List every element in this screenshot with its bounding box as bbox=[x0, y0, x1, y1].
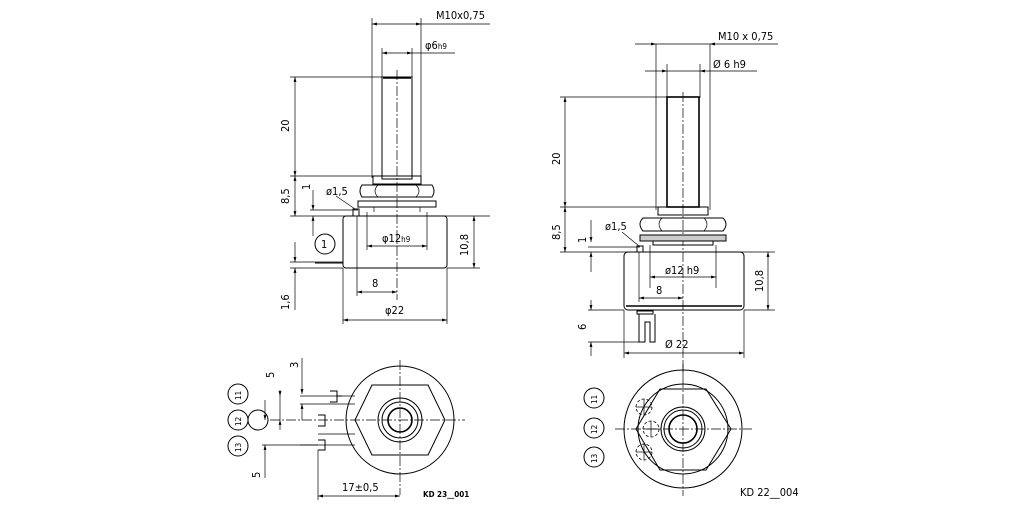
drawing-id-left: KD 23__001 bbox=[423, 490, 469, 499]
svg-text:11: 11 bbox=[234, 391, 243, 400]
svg-text:8: 8 bbox=[372, 277, 378, 290]
svg-text:10,8: 10,8 bbox=[458, 234, 471, 256]
svg-text:5: 5 bbox=[250, 472, 263, 478]
svg-text:12: 12 bbox=[234, 417, 243, 426]
svg-text:1: 1 bbox=[576, 237, 589, 243]
washer bbox=[357, 200, 437, 208]
svg-text:5: 5 bbox=[264, 372, 277, 378]
svg-text:3: 3 bbox=[288, 362, 301, 368]
svg-text:12: 12 bbox=[590, 425, 599, 434]
left-side-view: M10x0,75 φ6h9 20 8,5 1 ø1,5 bbox=[279, 9, 490, 324]
thread-label-right: M10 x 0,75 bbox=[718, 30, 773, 43]
svg-text:8,5: 8,5 bbox=[279, 188, 292, 204]
body-dia-label: φ22 bbox=[385, 304, 404, 317]
thread-label: M10x0,75 bbox=[436, 9, 485, 22]
svg-text:8,5: 8,5 bbox=[550, 224, 563, 240]
left-bottom-view: 3 5 5 11 12 13 17±0,5 KD 23__001 bbox=[227, 358, 469, 500]
bushing-dia-label: φ12h9 bbox=[382, 232, 411, 245]
svg-text:ø12 h9: ø12 h9 bbox=[665, 264, 699, 277]
svg-text:17±0,5: 17±0,5 bbox=[342, 481, 379, 494]
svg-text:13: 13 bbox=[590, 454, 599, 463]
shaft-dia-label: φ6h9 bbox=[425, 39, 447, 52]
callout-circle bbox=[314, 233, 336, 255]
svg-text:1: 1 bbox=[300, 184, 313, 190]
svg-text:1,6: 1,6 bbox=[279, 294, 292, 310]
pin-dia-label: ø1,5 bbox=[326, 185, 348, 198]
body bbox=[342, 215, 448, 269]
svg-text:1: 1 bbox=[321, 238, 327, 251]
svg-text:20: 20 bbox=[550, 152, 563, 165]
svg-text:ø1,5: ø1,5 bbox=[605, 220, 627, 233]
shaft-length-label: 20 bbox=[279, 119, 292, 132]
right-bottom-view: 11 12 13 KD 22__004 bbox=[583, 362, 799, 499]
right-side-view: M10 x 0,75 Ø 6 h9 20 8,5 1 ø1,5 bbox=[550, 30, 778, 380]
svg-text:13: 13 bbox=[234, 443, 243, 452]
svg-text:10,8: 10,8 bbox=[753, 270, 766, 292]
hex-nut bbox=[359, 184, 435, 198]
drawing-id-right: KD 22__004 bbox=[740, 486, 799, 499]
svg-text:Ø 22: Ø 22 bbox=[665, 338, 689, 351]
terminal-pins bbox=[635, 398, 660, 461]
svg-text:6: 6 bbox=[576, 324, 589, 330]
shaft-dia-label-right: Ø 6 h9 bbox=[713, 58, 746, 71]
washer-right bbox=[639, 234, 727, 242]
body-right bbox=[623, 251, 745, 311]
svg-text:8: 8 bbox=[656, 284, 662, 297]
svg-text:11: 11 bbox=[590, 395, 599, 404]
